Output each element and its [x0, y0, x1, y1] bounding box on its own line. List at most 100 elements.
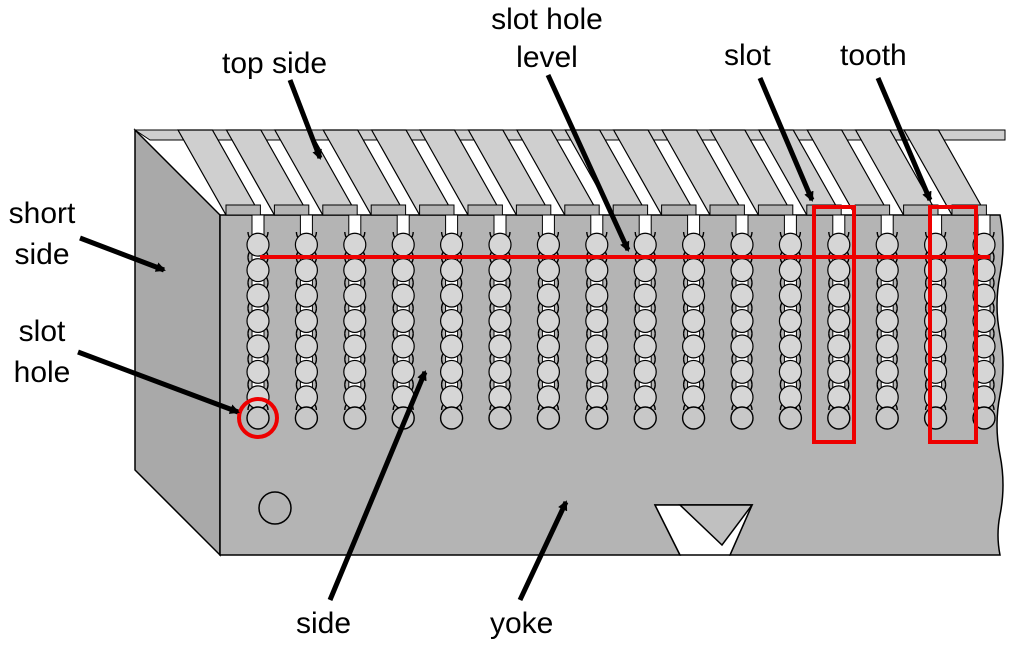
conductor-twist [294, 385, 318, 410]
conductor-twist [343, 385, 367, 410]
conductor-twist [391, 308, 415, 334]
slot-hole [585, 406, 609, 430]
conductor-twist [585, 232, 609, 257]
conductor-twist [246, 334, 270, 359]
yoke-hole [258, 491, 292, 525]
label-short-side-line2: side [14, 238, 70, 271]
label-yoke: yoke [490, 607, 554, 640]
conductor-twist [633, 334, 657, 359]
conductor-twist [730, 258, 754, 283]
short-side-face [134, 128, 221, 557]
conductor-twist [585, 283, 609, 308]
conductor-twist [681, 334, 706, 359]
conductor-twist [875, 385, 899, 410]
conductor-twist [536, 258, 561, 283]
conductor-twist [923, 334, 948, 359]
slot-hole [294, 406, 319, 430]
conductor-twist [681, 308, 706, 334]
slot-hole [972, 406, 996, 430]
slot-hole [536, 406, 561, 430]
conductor-twist [875, 334, 899, 359]
conductor-twist [827, 308, 851, 334]
tooth-front-edge [564, 204, 600, 216]
conductor-twist [294, 232, 318, 257]
arrow-yoke [517, 500, 569, 602]
conductor-twist [391, 232, 415, 257]
conductor-twist [294, 308, 318, 334]
conductor-twist [246, 308, 270, 334]
conductor-twist [827, 359, 851, 384]
tooth-front-edge [419, 204, 455, 216]
conductor-twist [246, 283, 270, 308]
arrow-short-side [79, 235, 166, 273]
conductor-twist [488, 359, 512, 384]
conductor-twist [585, 334, 609, 359]
conductor-twist [972, 334, 996, 359]
tooth-front-edge [322, 204, 358, 216]
conductor-twist [681, 258, 706, 283]
conductor-twist [972, 308, 996, 334]
conductor-twist [681, 359, 706, 384]
conductor-twist [585, 258, 609, 283]
tooth-front-edge [661, 204, 697, 216]
conductor-twist [246, 359, 270, 384]
conductor-twist [633, 385, 657, 410]
conductor-twist [440, 308, 464, 334]
conductor-twist [391, 334, 415, 359]
conductor-twist [923, 385, 948, 410]
conductor-twist [585, 385, 609, 410]
label-top-side: top side [222, 47, 328, 80]
conductor-twist [488, 283, 512, 308]
conductor-twist [778, 359, 803, 384]
teeth-group [176, 129, 988, 216]
conductor-twist [440, 283, 464, 308]
conductor-twist [343, 232, 367, 257]
conductor-twist [343, 334, 367, 359]
conductor-twist [875, 308, 899, 334]
tooth-highlight-box [928, 205, 978, 444]
slot-hole [875, 406, 899, 430]
conductor-twist [536, 308, 561, 334]
conductor-twist [778, 283, 803, 308]
tooth-front-edge [467, 204, 503, 216]
conductor-twist [294, 283, 318, 308]
slot [294, 214, 319, 430]
conductor-twist [488, 232, 512, 257]
tooth-front-edge [515, 204, 552, 216]
arrow-slot-hole [77, 349, 240, 415]
conductor-twist [875, 232, 899, 257]
conductor-twist [633, 359, 657, 384]
conductor-twist [294, 359, 318, 384]
label-side: side [296, 607, 352, 640]
conductor-twist [343, 258, 367, 283]
tooth-front-edge [225, 204, 261, 216]
conductor-twist [536, 385, 561, 410]
conductor-twist [246, 232, 270, 257]
conductor-twist [730, 308, 754, 334]
conductor-twist [343, 283, 367, 308]
conductor-twist [440, 258, 464, 283]
conductor-twist [488, 334, 512, 359]
label-slot-hole-line1: slot [18, 315, 66, 348]
conductor-twist [440, 232, 464, 257]
conductor-twist [875, 359, 899, 384]
conductor-twist [488, 385, 512, 410]
conductor-twist [440, 359, 464, 384]
slot [730, 214, 754, 430]
conductor-twist [681, 385, 706, 410]
arrow-slot [757, 77, 815, 202]
conductor-twist [440, 385, 464, 410]
slot [633, 214, 657, 430]
yoke-notch-inner [678, 504, 754, 547]
conductor-twist [294, 258, 318, 283]
tooth-front-edge [370, 204, 407, 216]
conductor-twist [778, 385, 803, 410]
conductor-twist [585, 308, 609, 334]
conductor-twist [778, 258, 803, 283]
conductor-twist [294, 334, 318, 359]
conductor-twist [827, 283, 851, 308]
conductor-twist [827, 334, 851, 359]
arrow-tooth [875, 77, 933, 202]
conductor-twist [633, 283, 657, 308]
